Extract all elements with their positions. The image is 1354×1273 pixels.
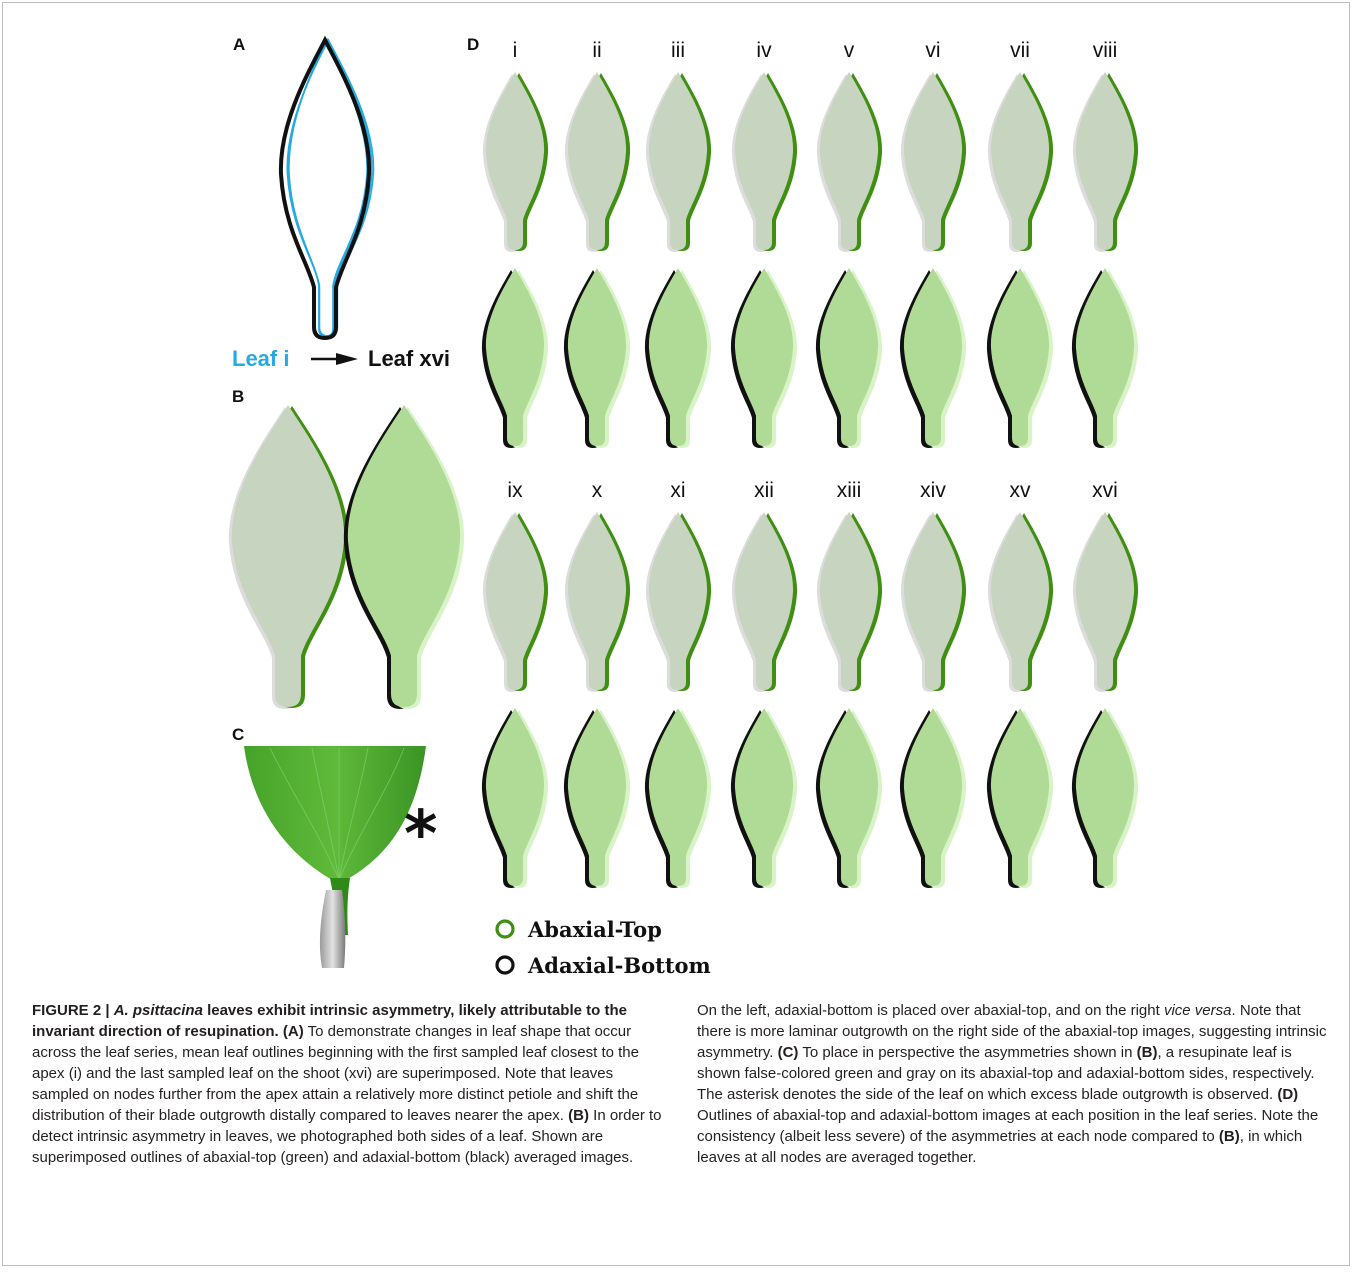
legend-adaxial-bottom-label: Adaxial-Bottom <box>527 953 711 978</box>
leaf-series-label: iv <box>756 39 772 62</box>
leaf-series-label: vii <box>1010 39 1030 62</box>
leaf-series-label: vi <box>925 39 940 62</box>
leaf-gray <box>565 512 630 692</box>
leaf-green <box>731 268 797 448</box>
panel-d-leaf-grid: iiiiiiivvviviiviiiixxxixiixiiixivxvxvi <box>482 39 1138 888</box>
leaf-outline-blue <box>287 40 373 336</box>
leaf-green <box>987 268 1053 448</box>
leaf-series-label: ii <box>592 39 601 62</box>
leaf-series-label: x <box>592 479 603 502</box>
leaf-series-label: xiv <box>920 479 946 502</box>
panel-b-leaves <box>229 405 464 709</box>
panel-letter-b: B <box>232 387 244 406</box>
leaf-gray <box>565 72 630 252</box>
leaf-last-label: Leaf xvi <box>368 346 450 371</box>
panel-letter-d: D <box>467 35 479 54</box>
leaf-series-label: ix <box>507 479 523 502</box>
leaf-outline-black <box>281 40 369 338</box>
leaf-gray <box>1073 72 1138 252</box>
leaf-outline-blue <box>288 40 368 336</box>
leaf-green <box>482 708 548 888</box>
leaf-gray <box>483 72 548 252</box>
figure-label: FIGURE 2 | <box>32 1002 110 1019</box>
caption-species: A. psittacina <box>114 1002 203 1019</box>
caption-ref-b: (B) <box>568 1107 589 1124</box>
leaf-gray <box>988 72 1053 252</box>
leaf-gray <box>901 72 966 252</box>
leaf-green <box>645 708 711 888</box>
panel-letter-a: A <box>233 35 245 54</box>
legend-adaxial-bottom-swatch <box>497 957 513 973</box>
leaf-series-label: xii <box>754 479 774 502</box>
leaf-green <box>1072 268 1138 448</box>
leaf-green <box>987 708 1053 888</box>
caption-ref-d: (D) <box>1277 1086 1298 1103</box>
caption-left-column: FIGURE 2 | A. psittacina leaves exhibit … <box>32 1000 666 1168</box>
leaf-gray <box>817 72 882 252</box>
leaf-series-label: xi <box>670 479 685 502</box>
caption-text-c1: To place in perspective the asymmetries … <box>802 1044 1132 1061</box>
leaf-series-label: v <box>844 39 855 62</box>
caption-vice-versa: vice versa <box>1164 1002 1232 1019</box>
leaf-series-label: xiii <box>837 479 862 502</box>
leaf-gray <box>817 512 882 692</box>
leaf-green <box>900 708 966 888</box>
leaf-outline-blue <box>288 40 370 336</box>
leaf-gray <box>732 72 797 252</box>
leaf-gray <box>901 512 966 692</box>
asterisk-marker: * <box>404 798 437 872</box>
caption-paragraph-left: FIGURE 2 | A. psittacina leaves exhibit … <box>32 1000 666 1168</box>
caption-ref-a: (A) <box>283 1023 304 1040</box>
leaf-green <box>1072 708 1138 888</box>
leaf-gray <box>988 512 1053 692</box>
legend: Abaxial-Top Adaxial-Bottom <box>497 917 711 978</box>
caption-ref-c: (C) <box>778 1044 799 1061</box>
legend-abaxial-top-label: Abaxial-Top <box>527 917 662 942</box>
panel-b-leaf-adaxial <box>344 405 464 709</box>
leaf-green <box>564 268 630 448</box>
leaf-series-label: iii <box>671 39 685 62</box>
leaf-gray <box>732 512 797 692</box>
leaf-series-label: xvi <box>1092 479 1118 502</box>
leaf-green <box>900 268 966 448</box>
leaf-gray <box>646 72 711 252</box>
legend-abaxial-top-swatch <box>497 921 513 937</box>
leaf-gray <box>646 512 711 692</box>
leaf-green <box>816 708 882 888</box>
leaf-green <box>482 268 548 448</box>
caption-ref-d-b: (B) <box>1219 1128 1240 1145</box>
panel-c-leaf-photo <box>244 746 426 968</box>
caption-text-b2-start: On the left, adaxial-bottom is placed ov… <box>697 1002 1160 1019</box>
leaf-series-label: i <box>513 39 518 62</box>
leaf-series-label: xv <box>1010 479 1032 502</box>
panel-letter-c: C <box>232 725 244 744</box>
leaf-gray <box>483 512 548 692</box>
leaf-gray <box>1073 512 1138 692</box>
panel-a-outlines <box>281 40 374 338</box>
leaf-series-label: viii <box>1093 39 1118 62</box>
leaf-green <box>645 268 711 448</box>
arrow-icon <box>311 353 358 365</box>
caption-right-column: On the left, adaxial-bottom is placed ov… <box>697 1000 1333 1168</box>
leaf-green <box>731 708 797 888</box>
caption-ref-c-b: (B) <box>1137 1044 1158 1061</box>
leaf-green <box>816 268 882 448</box>
panel-b-leaf-abaxial <box>229 405 348 709</box>
leaf-green <box>564 708 630 888</box>
leaf-first-label: Leaf i <box>232 346 289 371</box>
caption-paragraph-right: On the left, adaxial-bottom is placed ov… <box>697 1000 1333 1168</box>
leaf-outline-blue <box>288 40 372 336</box>
